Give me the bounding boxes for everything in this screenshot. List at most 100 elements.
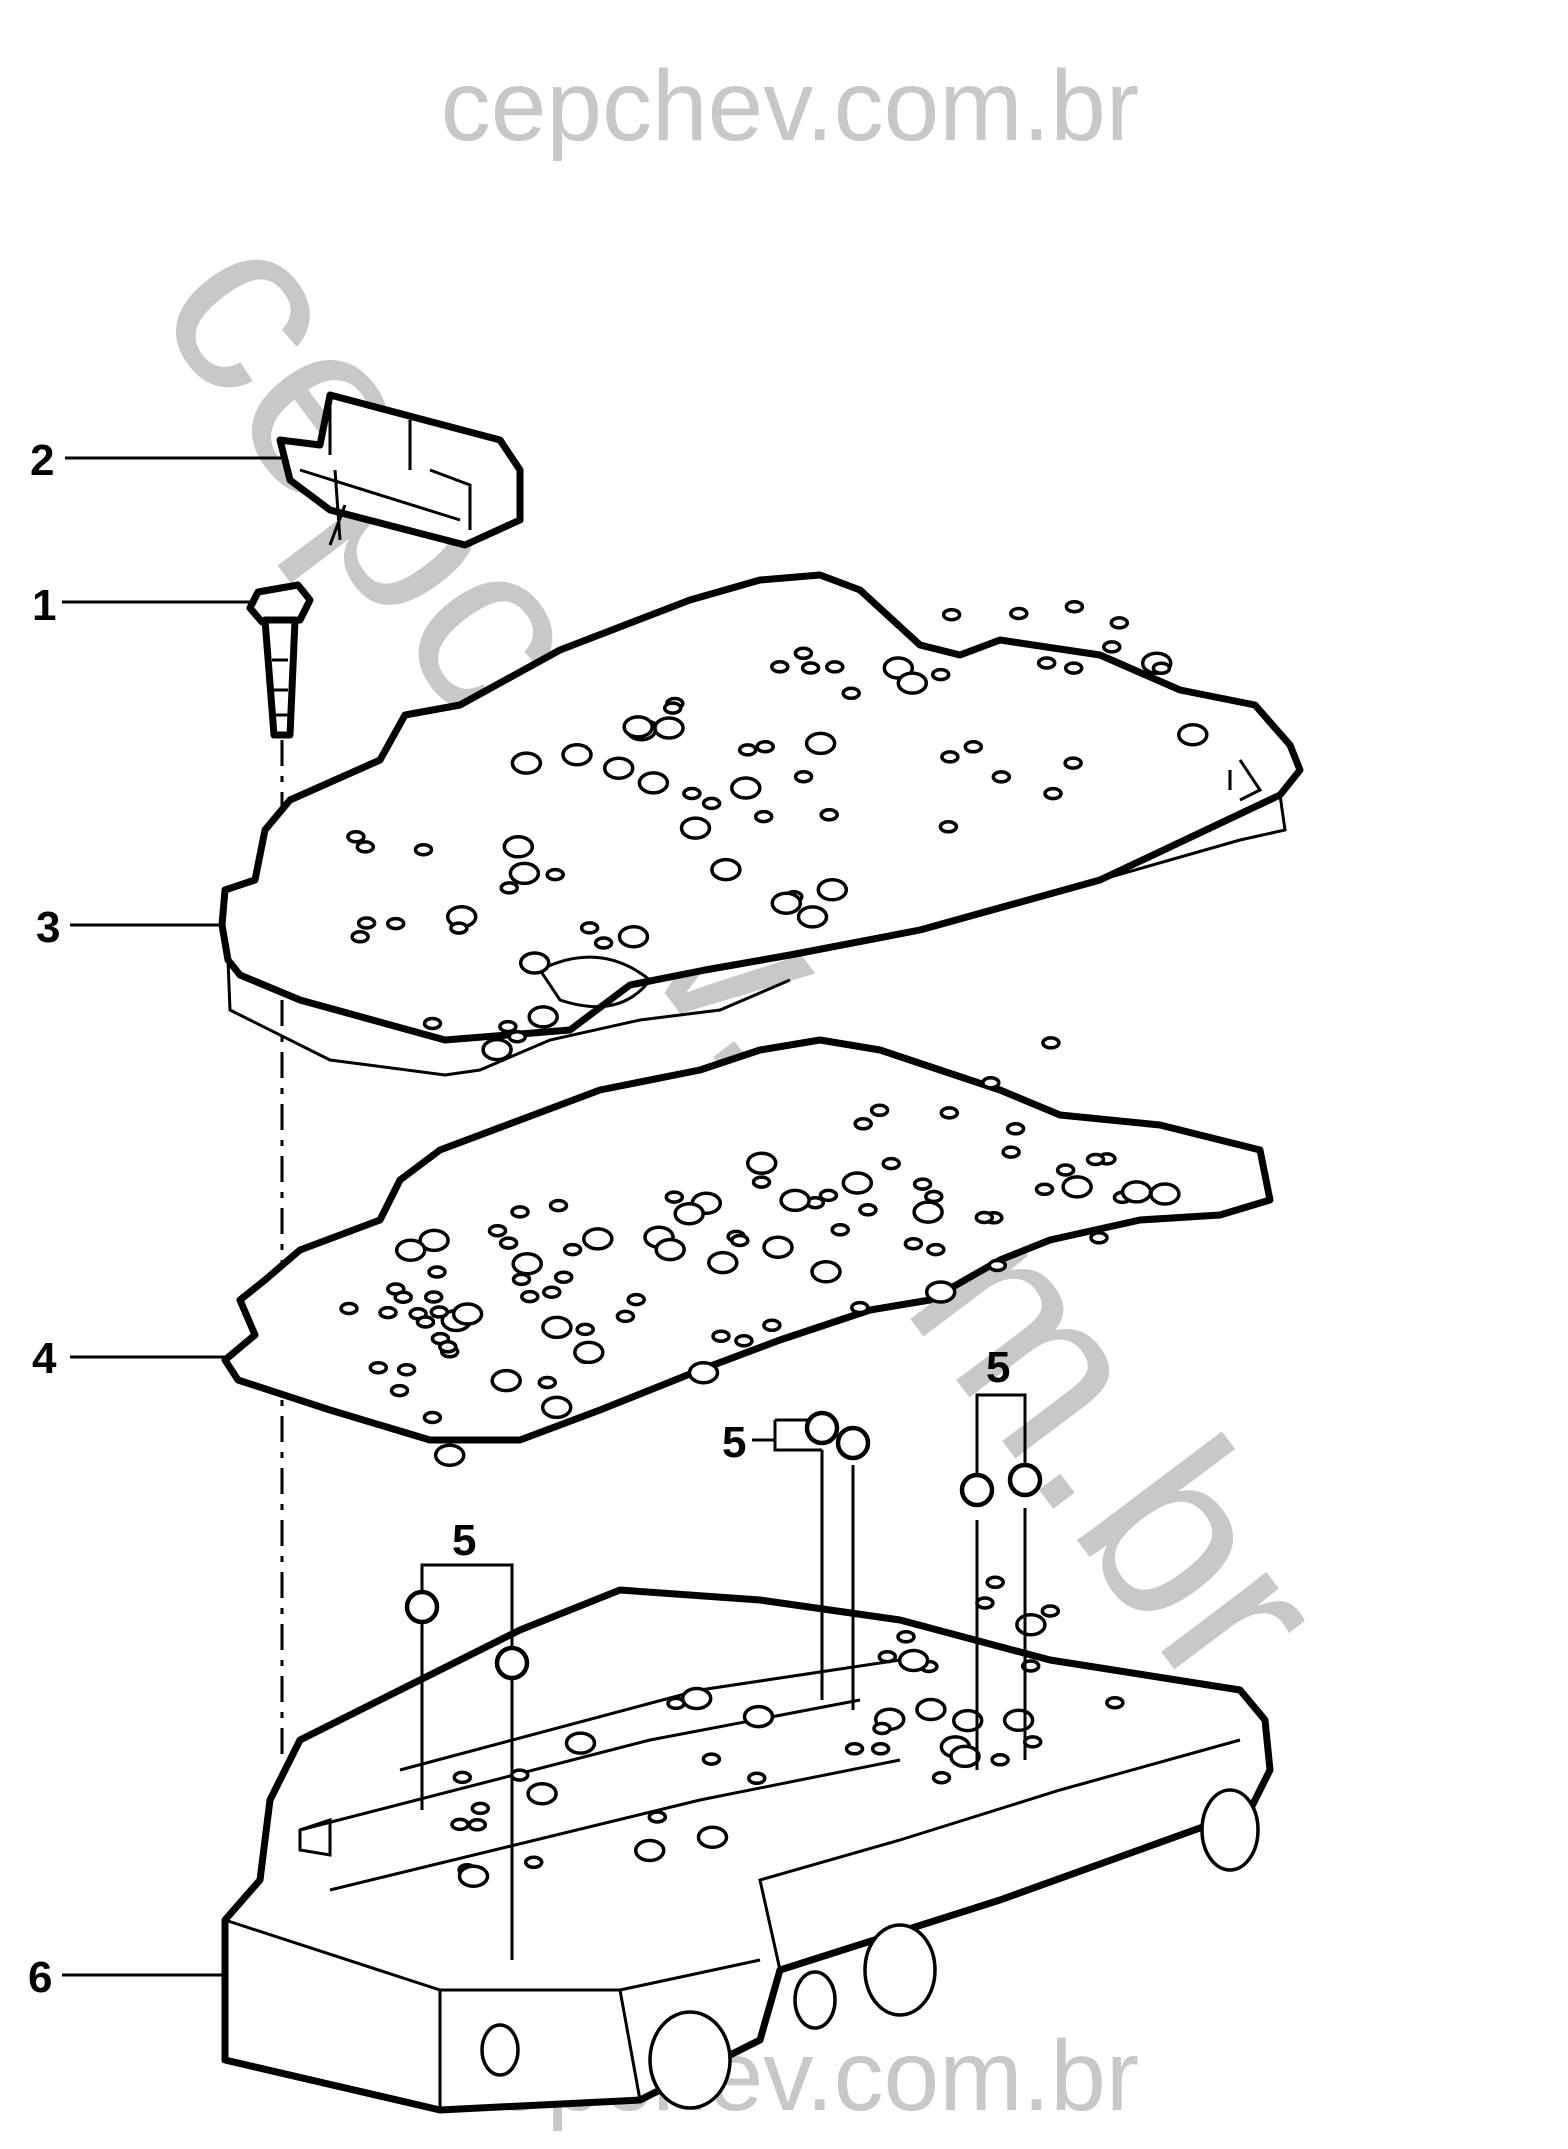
plate-hole — [897, 1648, 930, 1673]
plate-hole — [680, 1686, 713, 1711]
plate-hole — [378, 1305, 398, 1320]
plate-hole — [938, 820, 959, 834]
callout-2: 2 — [30, 436, 54, 485]
plate-hole — [647, 1810, 668, 1824]
plate-hole — [896, 671, 929, 695]
plate-hole — [926, 1242, 946, 1257]
plate-hole — [701, 1752, 722, 1766]
plate-hole — [637, 771, 670, 795]
plate-hole — [941, 607, 962, 622]
plate-hole — [975, 1596, 995, 1610]
plate-hole — [553, 1270, 574, 1284]
callout-leaders — [62, 456, 1027, 1977]
plate-hole — [396, 1362, 417, 1377]
plate-hole — [389, 1383, 410, 1398]
plate-hole — [418, 1228, 450, 1253]
plate-hole — [912, 1200, 944, 1224]
plate-hole — [762, 1318, 782, 1333]
plate-hole — [1061, 1175, 1093, 1199]
plate-hole — [730, 1233, 750, 1248]
plate-hole — [850, 1300, 870, 1315]
plate-hole — [915, 1697, 947, 1722]
plate-hole — [673, 1201, 705, 1226]
plate-hole — [841, 1171, 874, 1195]
callout-5-right: 5 — [986, 1343, 1010, 1392]
plate-hole — [730, 776, 762, 800]
plate-hole — [872, 1721, 892, 1736]
plate-hole — [615, 1309, 636, 1324]
plate-hole — [394, 1238, 427, 1262]
plate-hole — [626, 1292, 646, 1307]
seal-ring — [1007, 1462, 1043, 1498]
seal-ring — [494, 1645, 530, 1681]
callout-5-left: 5 — [452, 1516, 476, 1565]
seal-ring — [804, 1410, 840, 1446]
plate-hole — [602, 756, 635, 780]
plate-hole — [818, 1188, 839, 1203]
plate-hole — [1089, 1231, 1109, 1245]
plate-hole — [1105, 1695, 1125, 1710]
plate-hole — [1063, 756, 1083, 770]
plate-hole — [939, 1106, 960, 1120]
plate-hole — [930, 667, 951, 682]
plate-hole — [1120, 1180, 1153, 1204]
plate-hole — [654, 1237, 686, 1262]
plate-hole — [339, 1301, 359, 1316]
plate-hole — [527, 1005, 559, 1029]
plate-hole — [981, 1076, 1001, 1090]
plate-hole — [356, 916, 377, 930]
plate-hole — [368, 1360, 389, 1375]
plate-hole — [1005, 1122, 1026, 1136]
plate-hole — [987, 1258, 1008, 1273]
plate-hole — [1055, 1163, 1076, 1177]
plate-hole — [562, 1242, 583, 1257]
plate-hole — [931, 1770, 952, 1785]
plate-hole — [770, 891, 803, 915]
plate-hole — [470, 1801, 491, 1816]
plate-hole — [593, 936, 614, 950]
plate-hole — [450, 1817, 470, 1832]
plate-hole — [1041, 1036, 1061, 1050]
plate-hole — [498, 1019, 518, 1034]
plate-hole — [582, 1227, 614, 1251]
plate-hole — [877, 1649, 898, 1664]
plate-hole — [737, 743, 758, 757]
plate-hole — [393, 1290, 413, 1304]
plate-hole — [804, 731, 837, 756]
plate-hole — [707, 1250, 739, 1275]
plate-hole — [666, 1696, 686, 1711]
plate-holes — [339, 599, 1209, 1888]
plate-hole — [940, 750, 960, 764]
plate-hole — [734, 1334, 754, 1348]
plate-hole — [573, 1340, 605, 1365]
seal-ring — [959, 1472, 995, 1508]
plate-hole — [548, 1198, 569, 1213]
callout-1: 1 — [32, 581, 56, 630]
plate-hole — [747, 1771, 767, 1786]
plate-hole — [510, 1205, 530, 1219]
plate-hole — [1043, 786, 1063, 801]
plate-hole — [518, 951, 551, 975]
plate-hole — [653, 716, 685, 740]
plate-hole — [427, 1265, 447, 1279]
plate-hole — [346, 830, 366, 844]
plate-hole — [991, 770, 1012, 784]
plate-hole — [433, 1443, 466, 1467]
plate-hole — [825, 660, 845, 674]
plate-hole — [579, 921, 600, 935]
plate-hole — [617, 924, 650, 949]
plate-hole — [853, 1117, 873, 1131]
plate-hole — [385, 916, 406, 931]
plate-hole — [1020, 1659, 1041, 1673]
plate-hole — [896, 1630, 916, 1644]
plate-hole — [793, 769, 814, 784]
plate-hole — [858, 1203, 878, 1217]
plate-hole — [687, 1360, 720, 1385]
plate-hole — [1149, 1182, 1181, 1206]
plate-hole — [912, 1177, 933, 1191]
plate-hole — [508, 861, 541, 886]
plate-hole — [1102, 640, 1122, 654]
plate-hole — [664, 1190, 685, 1204]
plate-hole — [575, 1322, 595, 1337]
